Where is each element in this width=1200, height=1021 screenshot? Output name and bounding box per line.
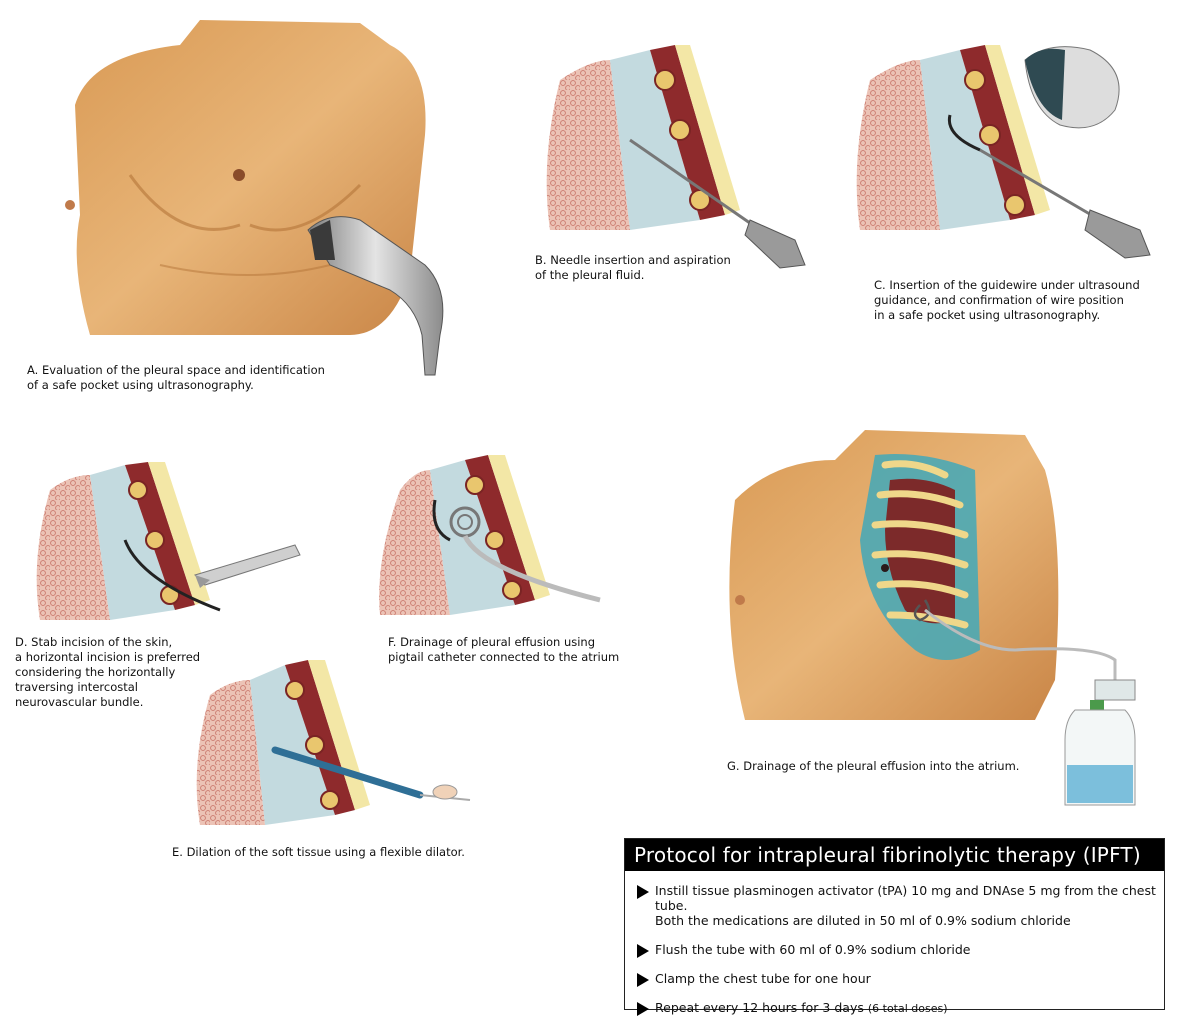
protocol-step-subtext: Both the medications are diluted in 50 m… (655, 913, 1071, 928)
cross-section-f (379, 455, 601, 615)
figure-f: F. Drainage of pleural effusion using pi… (370, 450, 630, 670)
scalpel-icon (194, 544, 301, 588)
chest-illustration-g (729, 430, 1136, 806)
protocol-steps: Instill tissue plasminogen activator (tP… (625, 871, 1164, 1016)
needle-icon (629, 138, 806, 269)
cross-section-e (196, 660, 471, 825)
protocol-step-text: Repeat every 12 hours for 3 days (655, 1000, 864, 1015)
ultrasound-probe-icon (1024, 46, 1120, 129)
cross-section-c (856, 45, 1151, 259)
guidewire-icon (123, 539, 221, 612)
chest-illustration-a (65, 20, 444, 376)
drainage-bottle-icon (1064, 679, 1136, 806)
guidewire-icon (947, 114, 981, 152)
arrow-right-icon (637, 973, 649, 987)
figure-a: A. Evaluation of the pleural space and i… (27, 15, 460, 392)
dilator-icon (271, 746, 471, 801)
cross-section-d (36, 462, 301, 620)
caption-g: G. Drainage of the pleural effusion into… (727, 759, 1020, 773)
protocol-step: Clamp the chest tube for one hour (635, 971, 1164, 987)
caption-a: A. Evaluation of the pleural space and i… (27, 363, 325, 392)
ultrasound-probe-icon (307, 216, 444, 376)
figure-e: E. Dilation of the soft tissue using a f… (170, 655, 480, 865)
protocol-title: Protocol for intrapleural fibrinolytic t… (625, 839, 1164, 871)
pigtail-catheter-icon (449, 506, 601, 603)
protocol-step-note: (6 total doses) (867, 1002, 948, 1015)
caption-b: B. Needle insertion and aspiration of th… (535, 253, 731, 282)
arrow-right-icon (637, 885, 649, 899)
figure-d: D. Stab incision of the skin, a horizont… (10, 460, 310, 710)
chest-tube-icon (913, 599, 1117, 685)
protocol-step: Flush the tube with 60 ml of 0.9% sodium… (635, 942, 1164, 958)
arrow-right-icon (637, 1002, 649, 1016)
protocol-step-text: Clamp the chest tube for one hour (655, 971, 871, 986)
protocol-step: Repeat every 12 hours for 3 days (6 tota… (635, 1000, 1164, 1016)
protocol-step-text: Instill tissue plasminogen activator (tP… (655, 883, 1156, 913)
protocol-step: Instill tissue plasminogen activator (tP… (635, 883, 1164, 928)
figure-b: B. Needle insertion and aspiration of th… (535, 40, 840, 282)
figure-c: C. Insertion of the guidewire under ultr… (850, 40, 1180, 325)
caption-d: D. Stab incision of the skin, a horizont… (15, 635, 201, 709)
protocol-box: Protocol for intrapleural fibrinolytic t… (624, 838, 1165, 1016)
needle-icon (979, 148, 1151, 259)
cross-section-b (546, 45, 806, 269)
figure-g: G. Drainage of the pleural effusion into… (715, 420, 1175, 815)
arrow-right-icon (637, 944, 649, 958)
caption-e: E. Dilation of the soft tissue using a f… (172, 845, 465, 859)
caption-f: F. Drainage of pleural effusion using pi… (388, 635, 620, 664)
protocol-step-text: Flush the tube with 60 ml of 0.9% sodium… (655, 942, 971, 957)
caption-c: C. Insertion of the guidewire under ultr… (874, 278, 1140, 322)
